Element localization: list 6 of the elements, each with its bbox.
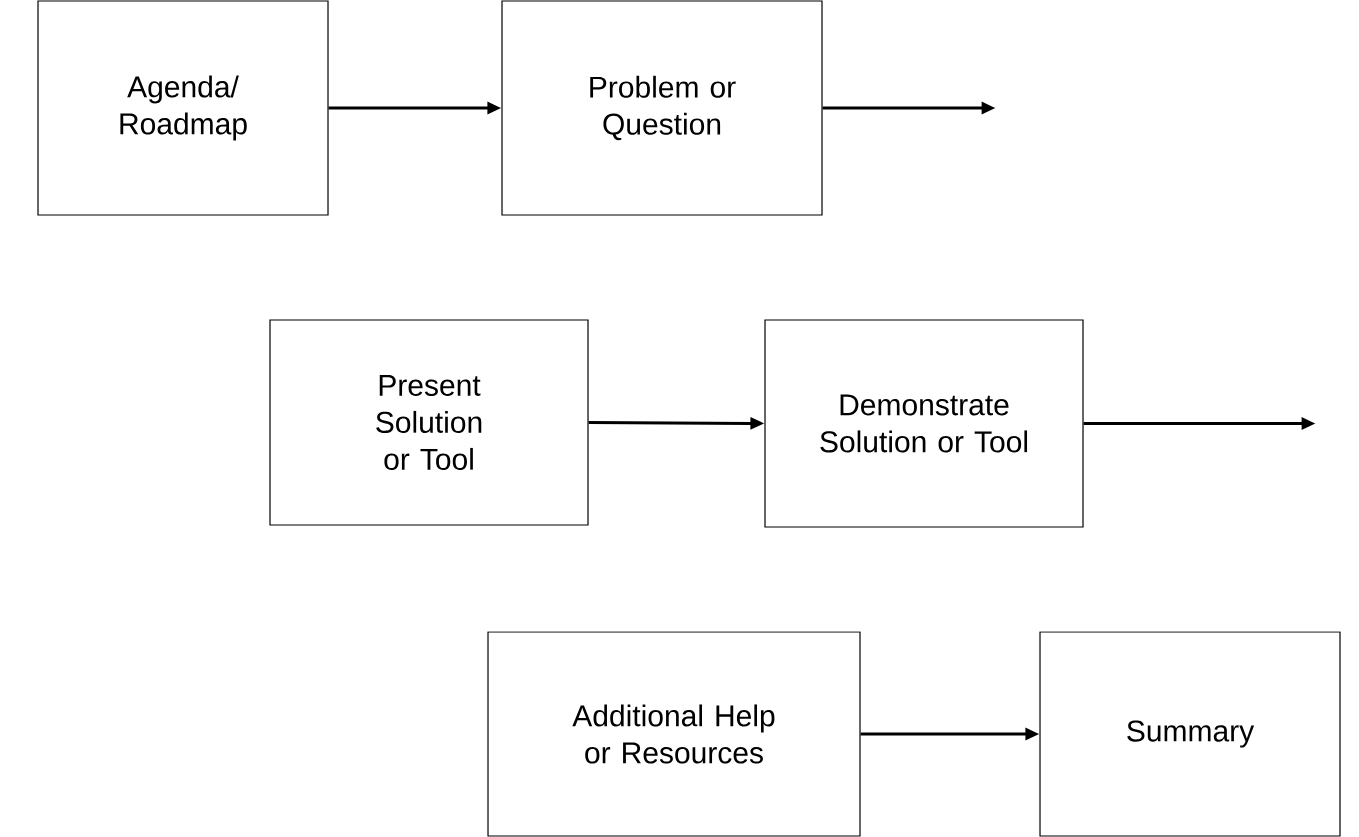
process-box: Problem or Question [501, 0, 823, 216]
process-box: Present Solution or Tool [269, 319, 589, 526]
process-box: Additional Help or Resources [487, 631, 861, 837]
process-box: Demonstrate Solution or Tool [764, 319, 1084, 528]
process-box: Summary [1039, 631, 1341, 837]
process-box: Agenda/ Roadmap [37, 0, 329, 216]
